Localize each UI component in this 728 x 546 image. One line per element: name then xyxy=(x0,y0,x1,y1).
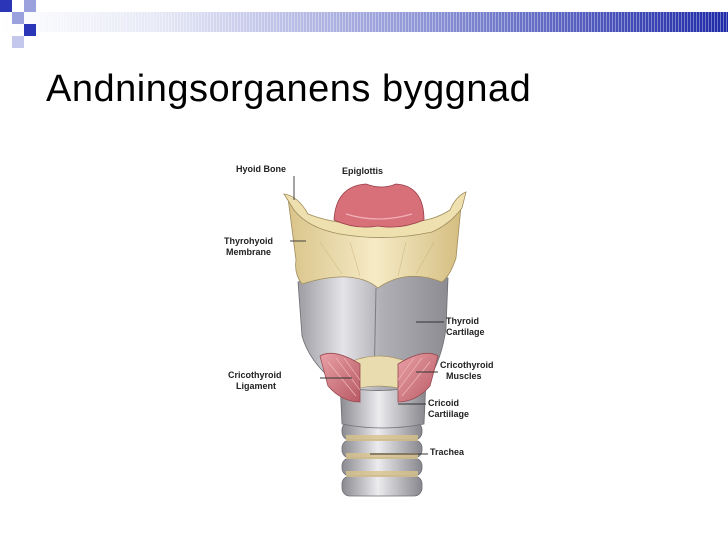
label-thyroid-cartilage-line1: Thyroid xyxy=(446,316,479,326)
label-thyrohyoid-membrane-line1: Thyrohyoid xyxy=(224,236,273,246)
label-cricothyroid-muscles-line1: Cricothyroid xyxy=(440,360,494,370)
corner-square xyxy=(12,36,24,48)
epiglottis xyxy=(333,183,425,228)
label-hyoid-bone: Hyoid Bone xyxy=(236,164,287,174)
corner-square xyxy=(12,12,24,24)
leader-lines xyxy=(290,176,444,455)
label-cricothyroid-muscles-line2: Muscles xyxy=(446,371,482,381)
corner-decoration xyxy=(0,0,60,50)
trachea-rings xyxy=(341,421,423,497)
corner-square xyxy=(24,0,36,12)
cricothyroid-muscle-right xyxy=(397,352,439,403)
label-thyrohyoid-membrane-line2: Membrane xyxy=(226,247,272,257)
label-cricothyroid-ligament-line2: Ligament xyxy=(236,381,277,391)
hyoid-bone xyxy=(283,191,467,238)
larynx-illustration: Hyoid Bone Epiglottis Thyrohyoid Membran… xyxy=(210,150,530,510)
label-cricoid-cartilage-line2: Cartiilage xyxy=(428,409,470,419)
slide-title: Andningsorganens byggnad xyxy=(46,68,532,110)
corner-square xyxy=(0,0,12,12)
label-cricoid-cartilage-line1: Cricoid xyxy=(428,398,460,408)
label-epiglottis: Epiglottis xyxy=(342,166,383,176)
label-thyroid-cartilage-line2: Cartilage xyxy=(446,327,485,337)
corner-square xyxy=(24,24,36,36)
header-gradient-band xyxy=(0,12,728,32)
label-cricothyroid-ligament-line1: Cricothyroid xyxy=(228,370,282,380)
label-trachea: Trachea xyxy=(430,447,465,457)
larynx-drawing xyxy=(283,176,467,497)
band-pattern xyxy=(0,12,728,32)
